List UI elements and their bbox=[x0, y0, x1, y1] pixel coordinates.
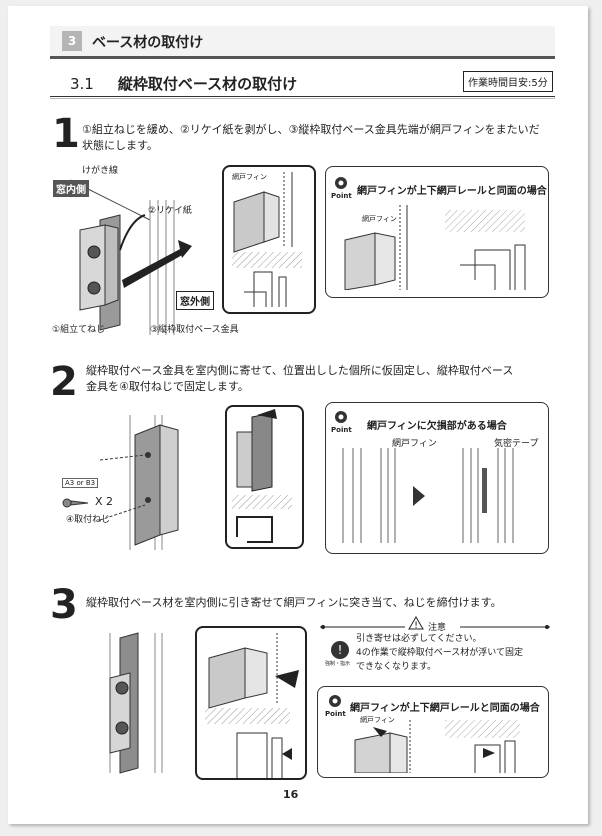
point-label-2: Point bbox=[331, 426, 352, 434]
step3-zoom bbox=[195, 626, 307, 780]
point-icon-2 bbox=[335, 411, 347, 423]
step2-zoom-drawing bbox=[232, 409, 292, 543]
step3-point-drawing bbox=[354, 720, 520, 773]
label-outdoor: 窓外側 bbox=[176, 291, 214, 310]
step-text-1-line2: 状態にします。 bbox=[82, 139, 158, 152]
caution-line-1: 引き寄せは必ずしてください。 bbox=[356, 634, 482, 644]
step3-point-title: 網戸フィンが上下網戸レールと同面の場合 bbox=[350, 703, 540, 714]
subsection-title-text: 縦枠取付ベース材の取付け bbox=[117, 75, 298, 93]
label-kegaki: けがき線 bbox=[82, 166, 119, 176]
step1-point-title: 網戸フィンが上下網戸レールと同面の場合 bbox=[357, 186, 547, 197]
step-text-2-line2: 金具を④取付ねじで固定します。 bbox=[86, 380, 249, 393]
step-text-2: 縦枠取付ベース金具を室内側に寄せて、位置出しした個所に仮固定し、縦枠取付ベース … bbox=[86, 363, 513, 395]
step1-point-drawing bbox=[344, 205, 526, 290]
step1-frame-illustration bbox=[69, 179, 192, 335]
section-header bbox=[50, 26, 555, 56]
page-number: 16 bbox=[283, 788, 299, 801]
svg-text:!: ! bbox=[414, 621, 418, 630]
mandatory-label: 強制・指示 bbox=[325, 661, 351, 667]
step3-zoom-drawing bbox=[205, 633, 299, 778]
screw-qty: X 2 bbox=[95, 495, 114, 508]
section-title: ベース材の取付け bbox=[92, 35, 204, 51]
subsection-rule bbox=[50, 96, 555, 97]
step2-point-title: 網戸フィンに欠損部がある場合 bbox=[367, 421, 507, 432]
label-rikei: ②リケイ紙 bbox=[148, 206, 192, 216]
step1-point-fin: 網戸フィン bbox=[362, 215, 397, 223]
point-label-1: Point bbox=[331, 192, 352, 200]
step-text-3: 縦枠取付ベース材を室内側に引き寄せて網戸フィンに突き当て、ねじを締付けます。 bbox=[86, 596, 502, 609]
caution-text: 引き寄せは必ずしてください。 4の作業で縦枠取付ベース材が浮いて固定 できなくな… bbox=[356, 632, 523, 674]
step2-point-drawing bbox=[342, 448, 514, 543]
section-number: 3 bbox=[62, 31, 82, 51]
screw-code: A3 or B3 bbox=[62, 478, 99, 488]
point-icon-3 bbox=[329, 695, 341, 707]
caution-heading: 注意 bbox=[428, 623, 447, 633]
step2-point-fin: 網戸フィン bbox=[392, 439, 437, 449]
label-zoom-fin: 網戸フィン bbox=[232, 173, 267, 181]
step1-zoom-drawing bbox=[232, 172, 302, 307]
screw-icon bbox=[62, 498, 89, 508]
step-text-1: ①組立ねじを緩め、②リケイ紙を剥がし、③縦枠取付ベース金具先端が網戸フィンをまた… bbox=[82, 122, 540, 154]
step2-point-tape: 気密テープ bbox=[494, 439, 539, 449]
step-number-1: 1 bbox=[52, 111, 80, 157]
step2-zoom bbox=[225, 405, 304, 549]
step2-frame-illustration bbox=[99, 415, 179, 550]
label-indoor: 窓内側 bbox=[53, 180, 89, 197]
section-rule bbox=[50, 56, 555, 59]
step-number-3: 3 bbox=[50, 582, 78, 628]
warning-triangle-icon: ! bbox=[408, 616, 424, 630]
step2-point-panel bbox=[325, 402, 549, 554]
mandatory-icon: ! bbox=[331, 641, 349, 659]
label-kumitate: ①組立てねじ bbox=[52, 325, 106, 335]
work-time-badge: 作業時間目安:5分 bbox=[463, 71, 553, 92]
subsection-number: 3.1 bbox=[70, 75, 94, 93]
step1-zoom bbox=[222, 165, 316, 314]
caution-rule bbox=[320, 625, 550, 629]
step-number-2: 2 bbox=[50, 359, 78, 405]
point-icon bbox=[335, 177, 347, 189]
caution-line-3: できなくなります。 bbox=[356, 662, 437, 672]
subsection-rule-thin bbox=[50, 98, 555, 99]
caution-line-2: 4の作業で縦枠取付ベース材が浮いて固定 bbox=[356, 648, 524, 658]
svg-text:!: ! bbox=[338, 643, 343, 657]
step3-frame-illustration bbox=[109, 632, 163, 774]
step-text-2-line1: 縦枠取付ベース金具を室内側に寄せて、位置出しした個所に仮固定し、縦枠取付ベース bbox=[86, 364, 514, 377]
subsection-title: 3.1 縦枠取付ベース材の取付け bbox=[70, 73, 297, 94]
point-label-3: Point bbox=[325, 710, 346, 718]
label-kanagu: ③縦枠取付ベース金具 bbox=[150, 325, 239, 335]
step-text-1-line1: ①組立ねじを緩め、②リケイ紙を剥がし、③縦枠取付ベース金具先端が網戸フィンをまた… bbox=[82, 123, 540, 136]
screw-label: ④取付ねじ bbox=[66, 515, 111, 525]
step3-point-fin: 網戸フィン bbox=[360, 716, 395, 724]
